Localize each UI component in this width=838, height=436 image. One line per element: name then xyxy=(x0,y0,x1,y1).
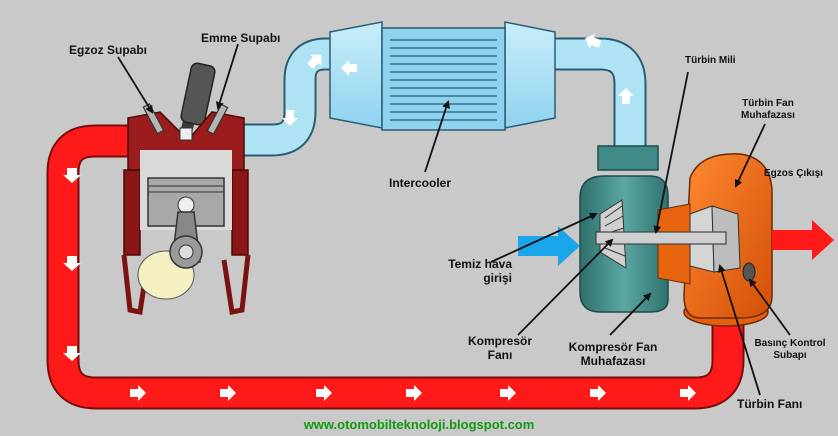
label-temiz-hava-line2: girişi xyxy=(483,271,512,285)
label-kompresor-fan-muhafazasi: Kompresör Fan Muhafazası xyxy=(558,340,668,368)
label-egzos-cikisi: Egzos Çıkışı xyxy=(764,168,823,179)
white-flow-arrow-icon xyxy=(63,33,696,401)
leader-lines xyxy=(117,43,791,396)
label-kompresor-fani: Kompresör Fanı xyxy=(460,334,540,362)
fresh-air-arrow-icon xyxy=(518,226,580,266)
label-basinc-kontrol-line2: Subapı xyxy=(773,350,807,361)
label-temiz-hava-line1: Temiz hava xyxy=(448,257,512,271)
label-basinc-kontrol-subapi: Basınç Kontrol Subapı xyxy=(748,338,832,362)
exhaust-out-arrow-icon xyxy=(772,220,834,260)
intercooler xyxy=(329,21,556,131)
label-kompresor-fan-muh-line2: Muhafazası xyxy=(580,354,646,368)
label-kompresor-fani-line1: Kompresör xyxy=(467,334,532,348)
label-egzoz-supabi: Egzoz Supabı xyxy=(69,43,147,57)
compressor-housing xyxy=(579,145,669,313)
label-turbin-mili: Türbin Mili xyxy=(685,55,736,66)
label-kompresor-fan-muh-line1: Kompresör Fan xyxy=(568,340,658,354)
engine-cylinder xyxy=(121,62,251,315)
label-turbin-fani: Türbin Fanı xyxy=(737,397,803,411)
footer-url: www.otomobilteknoloji.blogspot.com xyxy=(303,417,535,432)
label-emme-supabi: Emme Supabı xyxy=(201,31,281,45)
turbine-shaft xyxy=(595,231,727,245)
exhaust-pipe xyxy=(46,124,745,410)
label-intercooler: Intercooler xyxy=(389,176,452,190)
label-kompresor-fani-line2: Fanı xyxy=(487,348,513,362)
label-basinc-kontrol-line1: Basınç Kontrol xyxy=(754,338,826,349)
label-temiz-hava-girisi: Temiz hava girişi xyxy=(420,257,512,285)
label-turbin-fan-muhafazasi: Türbin Fan Muhafazası xyxy=(736,98,800,122)
label-turbin-fan-muhafazasi-line2: Muhafazası xyxy=(741,110,795,121)
label-turbin-fan-muhafazasi-line1: Türbin Fan xyxy=(742,98,794,109)
